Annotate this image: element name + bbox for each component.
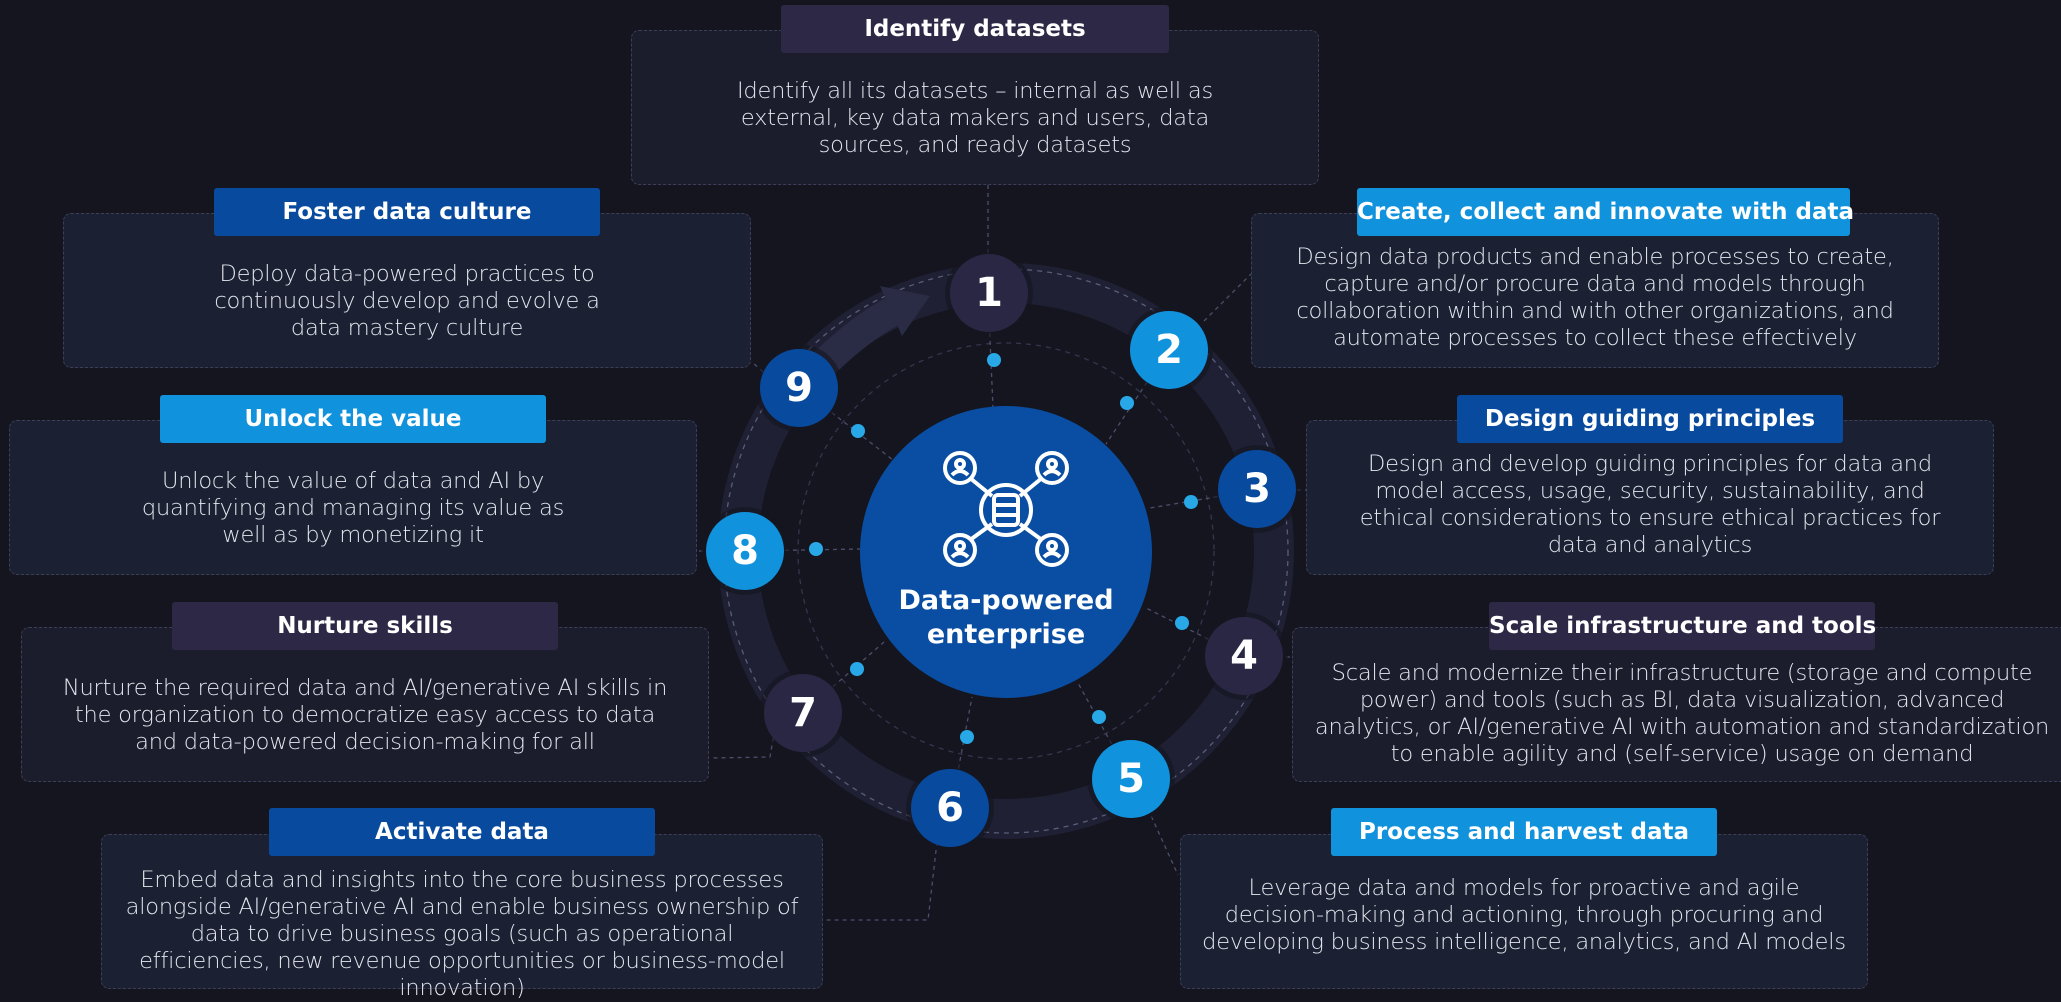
step-description: Deploy data-powered practices to continu… bbox=[214, 261, 600, 341]
step-node-4: 4 bbox=[1205, 617, 1283, 695]
step-card-1: Identify all its datasets – internal as … bbox=[631, 30, 1319, 185]
step-card-4: Scale and modernize their infrastructure… bbox=[1292, 627, 2061, 782]
step-node-1: 1 bbox=[950, 254, 1028, 332]
step-description: Identify all its datasets – internal as … bbox=[737, 78, 1213, 158]
step-title-4: Scale infrastructure and tools bbox=[1489, 602, 1876, 650]
step-title-9: Foster data culture bbox=[214, 188, 600, 236]
step-description: Design and develop guiding principles fo… bbox=[1359, 451, 1941, 558]
step-card-8: Unlock the value of data and AI by quant… bbox=[9, 420, 697, 575]
step-title-8: Unlock the value bbox=[160, 395, 546, 443]
step-description: Scale and modernize their infrastructure… bbox=[1314, 660, 2050, 767]
ring-dashed-outer bbox=[723, 268, 1289, 834]
ring-dashed-inner bbox=[797, 342, 1215, 760]
step-description: Leverage data and models for proactive a… bbox=[1202, 875, 1846, 955]
database-network-icon bbox=[943, 451, 1069, 567]
step-title-2: Create, collect and innovate with data bbox=[1357, 188, 1854, 236]
step-node-5: 5 bbox=[1092, 740, 1170, 818]
step-card-2: Design data products and enable processe… bbox=[1251, 213, 1939, 368]
step-title-6: Activate data bbox=[269, 808, 655, 856]
step-description: Nurture the required data and AI/generat… bbox=[62, 675, 668, 755]
center-hub: Data-powered enterprise bbox=[860, 406, 1152, 698]
step-card-9: Deploy data-powered practices to continu… bbox=[63, 213, 751, 368]
step-node-7: 7 bbox=[764, 674, 842, 752]
cycle-arrow-head bbox=[880, 286, 930, 336]
step-title-3: Design guiding principles bbox=[1457, 395, 1843, 443]
step-node-3: 3 bbox=[1218, 450, 1296, 528]
step-description: Design data products and enable processe… bbox=[1296, 244, 1894, 351]
step-description: Embed data and insights into the core bu… bbox=[125, 867, 799, 1001]
step-card-7: Nurture the required data and AI/generat… bbox=[21, 627, 709, 782]
step-node-2: 2 bbox=[1130, 311, 1208, 389]
step-title-7: Nurture skills bbox=[172, 602, 558, 650]
step-node-8: 8 bbox=[706, 512, 784, 590]
step-title-5: Process and harvest data bbox=[1331, 808, 1717, 856]
step-card-3: Design and develop guiding principles fo… bbox=[1306, 420, 1994, 575]
step-card-6: Embed data and insights into the core bu… bbox=[101, 834, 823, 1001]
step-title-1: Identify datasets bbox=[781, 5, 1169, 53]
step-node-9: 9 bbox=[760, 349, 838, 427]
step-node-6: 6 bbox=[911, 769, 989, 847]
center-title: Data-powered enterprise bbox=[898, 585, 1114, 650]
step-description: Unlock the value of data and AI by quant… bbox=[141, 468, 565, 548]
step-card-5: Leverage data and models for proactive a… bbox=[1180, 834, 1868, 989]
